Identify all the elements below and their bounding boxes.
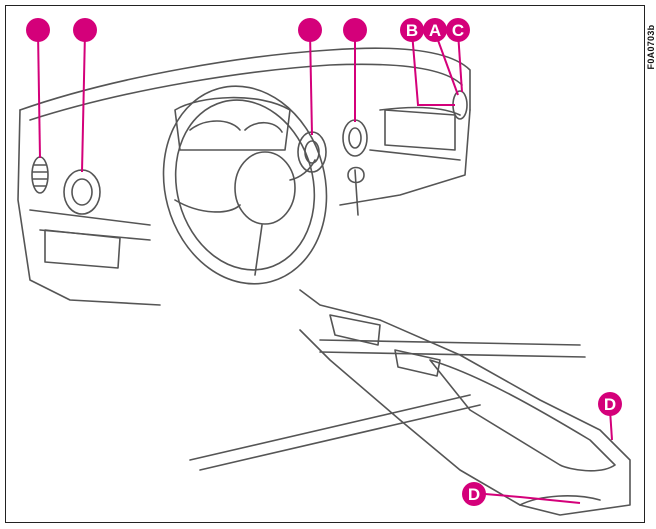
dashboard-right-body [339,106,471,206]
glovebox [384,109,456,151]
dashboard-top-inner [29,63,463,121]
callout-d-bottom-marker [462,482,486,506]
speaker-grille [44,229,121,269]
steering-wheel-hub [234,151,296,225]
leader-c [457,31,463,93]
steering-wheel-outer [162,85,328,285]
floor-line-2 [199,404,481,471]
instrument-cluster [174,96,291,151]
vent-left-side [31,156,49,194]
console-tray [394,349,441,377]
console-cupholder [329,314,381,346]
callout-c-label: C [452,21,464,40]
callout-c-marker [446,18,470,42]
leader-1 [37,31,41,159]
callout-1-marker [26,18,50,42]
vent-left [63,169,101,215]
floor-line-1 [189,394,471,461]
leader-3 [309,31,313,136]
leader-b [411,31,455,106]
steering-wheel-inner [174,99,316,271]
leader-2 [81,31,86,173]
callout-2-marker [73,18,97,42]
center-console [299,289,631,516]
console-armrest [429,359,616,472]
callout-a-label: A [429,21,441,40]
figure-frame [5,5,645,523]
vent-center-right [342,119,368,157]
callout-a-marker [423,18,447,42]
gear-lever [347,166,365,216]
callout-d-bottom-label: D [468,485,480,504]
callout-b-label: B [406,21,418,40]
callout-4-marker [343,18,367,42]
callout-b-marker [400,18,424,42]
callout-d-right-marker [598,392,622,416]
leader-a [434,31,459,96]
floor-line-4 [319,351,586,358]
floor-line-3 [319,339,581,346]
leader-d-bottom [484,493,581,504]
callout-3-marker [298,18,322,42]
callout-d-right-label: D [604,395,616,414]
